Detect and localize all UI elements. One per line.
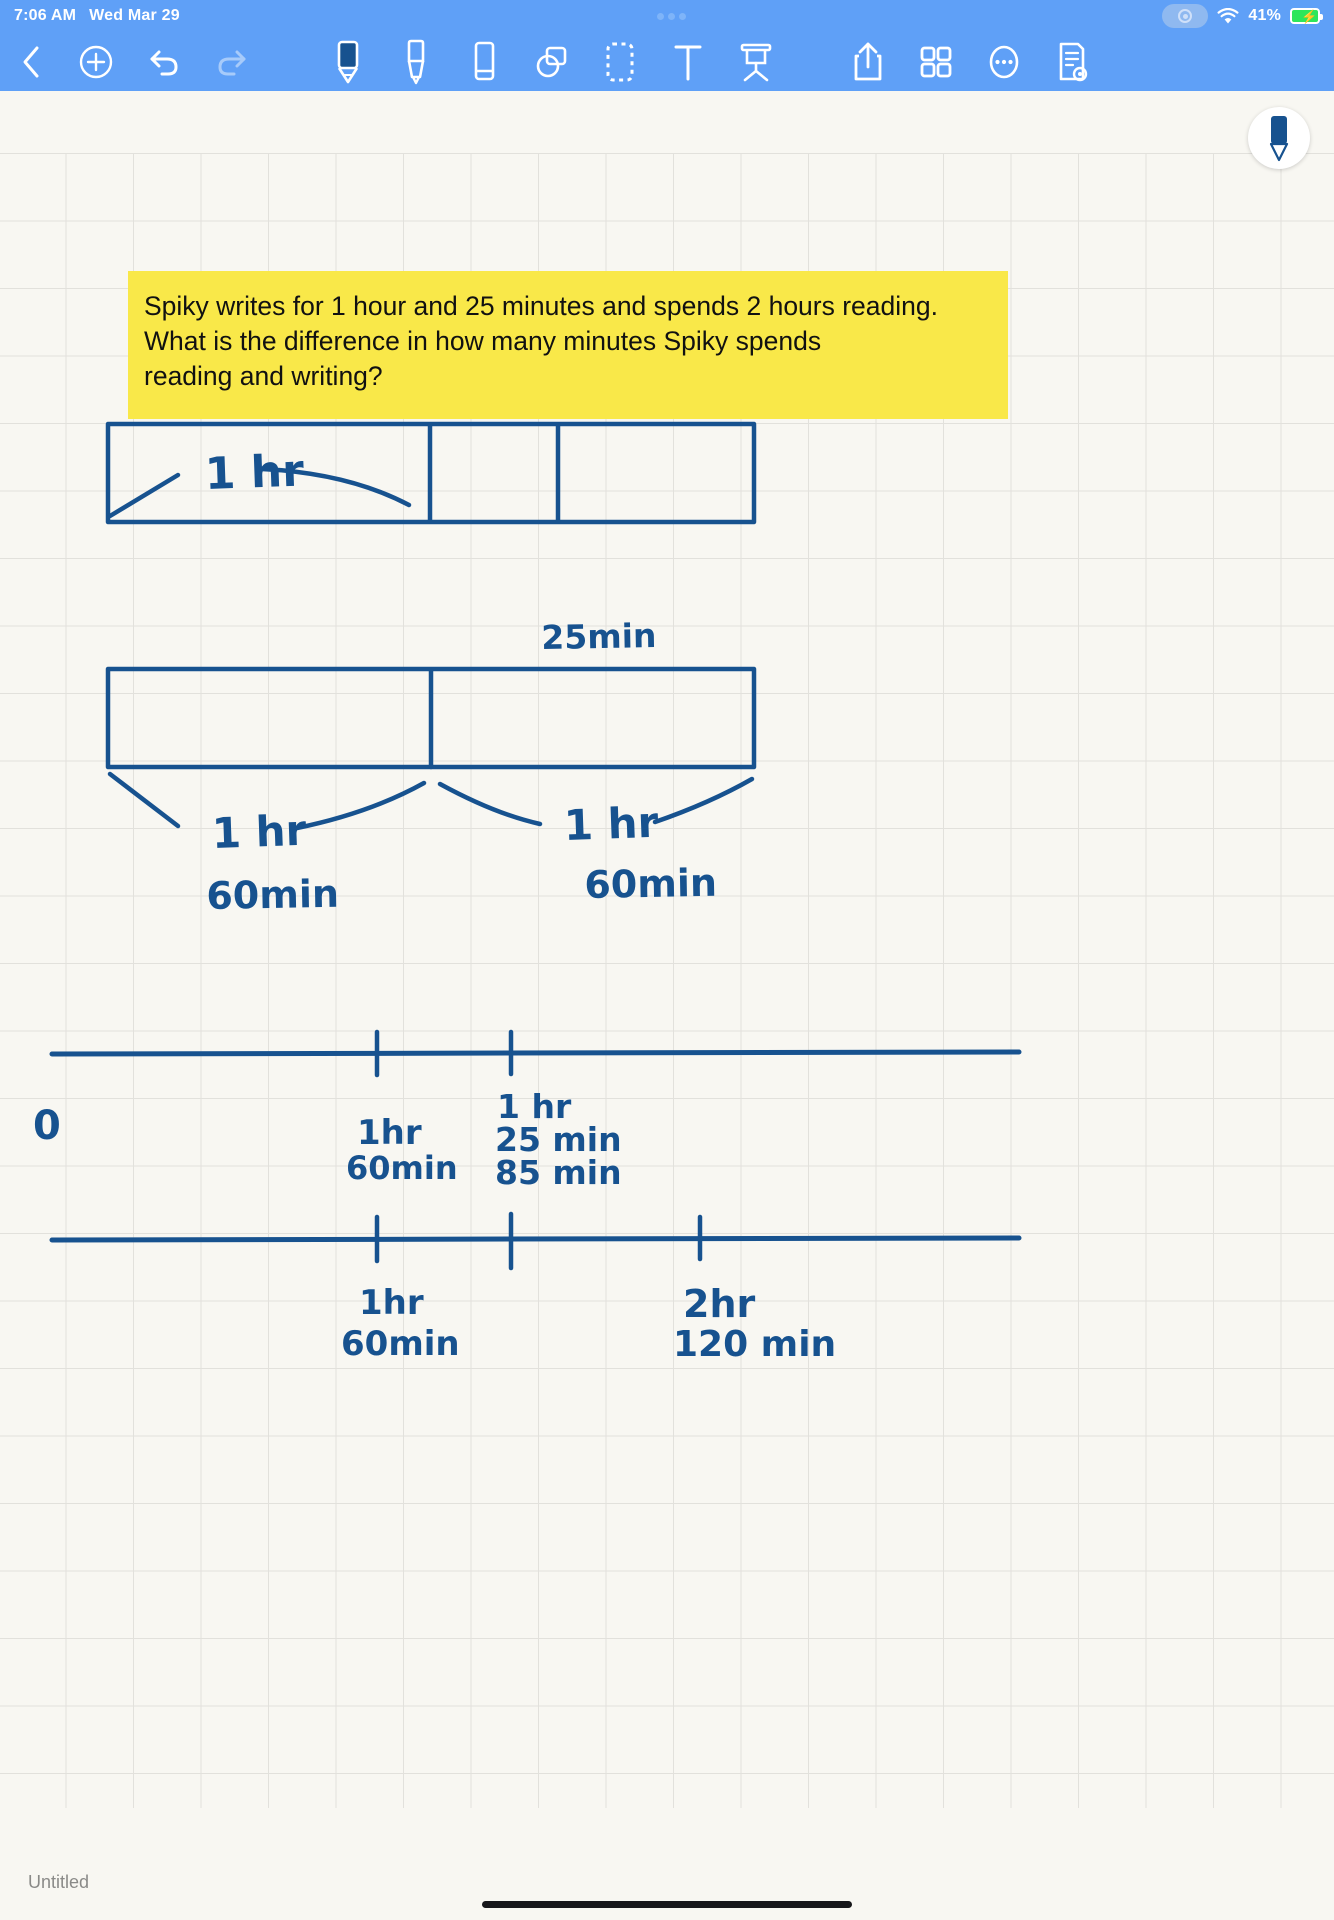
note-page[interactable]: Spiky writes for 1 hour and 25 minutes a… xyxy=(0,91,1334,1871)
pen-indicator-bubble[interactable] xyxy=(1248,107,1310,169)
status-bar: 7:06 AM Wed Mar 29 41% ⚡ xyxy=(0,0,1334,32)
back-button[interactable] xyxy=(0,45,62,79)
pen-icon xyxy=(1269,116,1289,162)
status-time: 7:06 AM xyxy=(14,7,77,24)
status-date: Wed Mar 29 xyxy=(89,7,180,24)
grid-pages-icon[interactable] xyxy=(902,45,970,79)
laser-pointer-icon[interactable] xyxy=(722,41,790,83)
page-footer: Untitled xyxy=(0,1858,1334,1920)
question-line-2: What is the difference in how many minut… xyxy=(144,326,822,356)
shapes-icon[interactable] xyxy=(518,44,586,80)
text-t-icon[interactable] xyxy=(654,42,722,82)
question-line-1: Spiky writes for 1 hour and 25 minutes a… xyxy=(144,291,938,321)
wifi-icon xyxy=(1217,7,1239,25)
document-view-icon[interactable] xyxy=(1038,41,1106,83)
battery-percent-label: 41% xyxy=(1248,7,1281,24)
eraser-tool[interactable] xyxy=(450,40,518,84)
add-button[interactable] xyxy=(62,44,130,80)
share-upload-icon[interactable] xyxy=(834,41,902,83)
status-bar-left: 7:06 AM Wed Mar 29 xyxy=(14,7,180,25)
drawing-toolbar xyxy=(0,32,1334,91)
three-dots-icon xyxy=(656,12,686,20)
more-dots-circle-icon[interactable] xyxy=(970,43,1038,81)
lasso-select-icon[interactable] xyxy=(586,41,654,83)
question-line-3: reading and writing? xyxy=(144,361,383,391)
home-indicator[interactable] xyxy=(482,1901,852,1908)
battery-charging-icon: ⚡ xyxy=(1290,8,1323,24)
redo-button[interactable] xyxy=(198,46,266,78)
status-bar-right: 41% ⚡ xyxy=(1162,4,1323,28)
status-bar-center xyxy=(180,12,1163,20)
pen-tool[interactable] xyxy=(314,39,382,85)
highlighter-tool[interactable] xyxy=(382,39,450,85)
document-title[interactable]: Untitled xyxy=(28,1872,90,1892)
undo-button[interactable] xyxy=(130,46,198,78)
question-highlight-box[interactable]: Spiky writes for 1 hour and 25 minutes a… xyxy=(128,271,1008,419)
screen-record-icon xyxy=(1162,4,1209,28)
